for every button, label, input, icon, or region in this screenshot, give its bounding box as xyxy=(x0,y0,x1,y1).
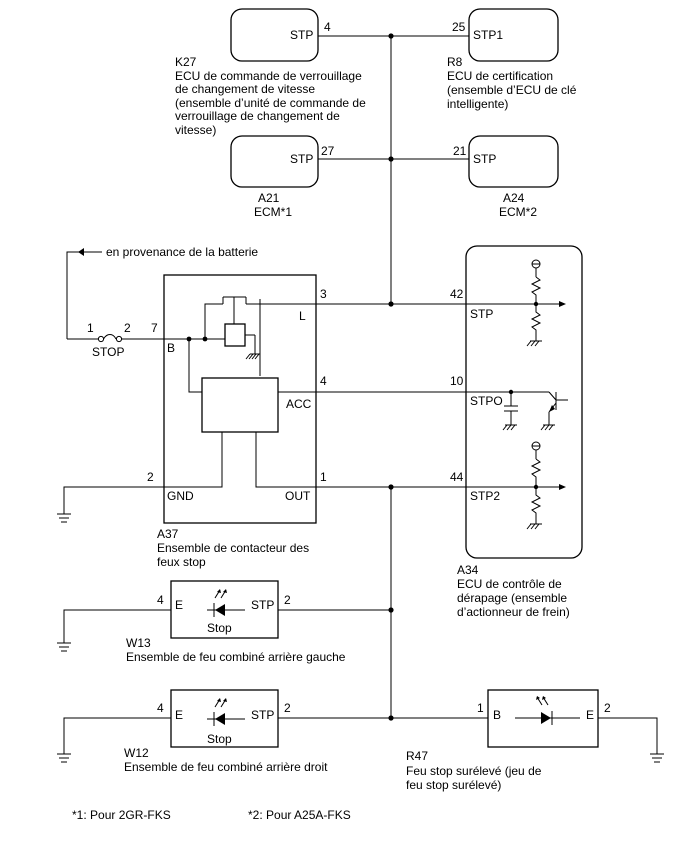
battery-label: en provenance de la batterie xyxy=(106,245,258,259)
w12-pin-e: 4 xyxy=(157,701,164,715)
a34-code: A34 xyxy=(457,563,479,577)
r8-name-line: (ensemble d’ECU de clé xyxy=(447,83,577,97)
r8-name-line: intelligente) xyxy=(447,97,508,111)
r8-terminal: STP1 xyxy=(473,28,503,42)
a37-terminal-out: OUT xyxy=(285,489,311,503)
a37-pin-out: 1 xyxy=(320,470,327,484)
a37-terminal-gnd: GND xyxy=(167,489,194,503)
a21-name: ECM*1 xyxy=(254,205,292,219)
a34-pin-stpo: 10 xyxy=(450,374,464,388)
fuse-pin-in: 1 xyxy=(87,321,94,335)
a34-terminal-stpo: STPO xyxy=(470,394,503,408)
a37-pin-acc: 4 xyxy=(320,374,327,388)
a37-ground: 2 xyxy=(57,470,164,523)
a21-code: A21 xyxy=(258,191,280,205)
a37-a34-wires: 3 4 1 42 10 44 xyxy=(316,287,466,721)
w12-lamp-label: Stop xyxy=(207,732,232,746)
fuse-pin-out: 2 xyxy=(124,321,131,335)
skid-control-ecu-a34: STP STPO STP2 xyxy=(457,245,583,619)
footnote: *2: Pour A25A-FKS xyxy=(248,808,351,822)
a24-code: A24 xyxy=(503,191,525,205)
r47-pin-e: 2 xyxy=(604,701,611,715)
r8-name-line: ECU de certification xyxy=(447,69,553,83)
a37-terminal-l: L xyxy=(299,309,306,323)
stp-bus-wires xyxy=(318,33,469,307)
a21-pin: 27 xyxy=(321,144,335,158)
r8-pin: 25 xyxy=(452,20,466,34)
w12-terminal-e: E xyxy=(175,708,183,722)
k27-pin: 4 xyxy=(324,20,331,34)
a34-name-line: ECU de contrôle de xyxy=(457,577,562,591)
ecu-k27: STP 4 K27 ECU de commande de verrouillag… xyxy=(175,8,366,137)
ecu-a21: STP 27 A21 ECM*1 xyxy=(230,135,335,219)
a34-name-line: dérapage (ensemble xyxy=(457,591,567,605)
r47-terminal-e: E xyxy=(586,708,594,722)
footnotes: *1: Pour 2GR-FKS *2: Pour A25A-FKS xyxy=(72,808,351,822)
footnote: *1: Pour 2GR-FKS xyxy=(72,808,171,822)
a34-name-line: d’actionneur de frein) xyxy=(457,605,570,619)
k27-name-line: ECU de commande de verrouillage xyxy=(175,69,362,83)
k27-name-line: de changement de vitesse xyxy=(175,82,315,96)
r47-terminal-b: B xyxy=(493,708,501,722)
a37-terminal-acc: ACC xyxy=(286,397,312,411)
a24-name: ECM*2 xyxy=(499,205,537,219)
k27-terminal: STP xyxy=(290,28,313,42)
w13-lamp-label: Stop xyxy=(207,621,232,635)
fuse-name: STOP xyxy=(92,345,124,359)
k27-name-line: (ensemble d’unité de commande de xyxy=(175,96,366,110)
stop-light-switch-a37: B L ACC GND OUT A37 Ensemble de contacte… xyxy=(157,274,317,569)
a34-terminal-stp2: STP2 xyxy=(470,489,500,503)
a37-name-line: Ensemble de contacteur des xyxy=(157,541,309,555)
r47-pin-b: 1 xyxy=(477,701,484,715)
w12-pin-stp: 2 xyxy=(284,701,291,715)
w13-pin-stp: 2 xyxy=(284,593,291,607)
k27-name-line: verrouillage de changement de xyxy=(175,109,340,123)
w13-terminal-e: E xyxy=(175,598,183,612)
ecu-r8: STP1 25 R8 ECU de certification (ensembl… xyxy=(447,8,577,111)
a24-terminal: STP xyxy=(473,152,496,166)
k27-name-line: vitesse) xyxy=(175,123,216,137)
ecu-a24: STP 21 A24 ECM*2 xyxy=(453,135,559,219)
a34-pin-stp2: 44 xyxy=(450,470,464,484)
stop-fuse: 1 2 STOP 7 xyxy=(67,321,164,359)
w13-pin-e: 4 xyxy=(157,593,164,607)
r47-name-line: Feu stop surélevé (jeu de xyxy=(406,764,542,778)
w12-code: W12 xyxy=(124,746,149,760)
r8-code: R8 xyxy=(447,55,463,69)
a34-terminal-stp: STP xyxy=(470,307,493,321)
k27-code: K27 xyxy=(175,55,197,69)
high-mounted-stop-light-r47: B E 1 2 R47 Feu stop surélevé (jeu de fe… xyxy=(406,689,664,792)
rear-lamp-left-w13: E STP Stop 4 2 W13 Ensemble de feu combi… xyxy=(57,580,391,664)
r47-name-line: feu stop surélevé) xyxy=(406,778,501,792)
w12-name: Ensemble de feu combiné arrière droit xyxy=(124,760,328,774)
r47-code: R47 xyxy=(406,749,428,763)
a37-terminal-b: B xyxy=(167,341,175,355)
a37-code: A37 xyxy=(157,527,179,541)
battery-feed: en provenance de la batterie xyxy=(66,245,258,339)
a24-pin: 21 xyxy=(453,144,467,158)
a34-pin-stp: 42 xyxy=(450,287,464,301)
a37-name-line: feux stop xyxy=(157,555,206,569)
rear-lamp-right-w12: E STP Stop 4 2 W12 Ensemble de feu combi… xyxy=(57,689,488,774)
a21-terminal: STP xyxy=(290,152,313,166)
a37-pin-b: 7 xyxy=(151,321,158,335)
a37-pin-l: 3 xyxy=(320,287,327,301)
w13-code: W13 xyxy=(126,636,151,650)
w13-terminal-stp: STP xyxy=(251,598,274,612)
w12-terminal-stp: STP xyxy=(251,708,274,722)
a37-pin-gnd: 2 xyxy=(147,470,154,484)
w13-name: Ensemble de feu combiné arrière gauche xyxy=(126,650,346,664)
